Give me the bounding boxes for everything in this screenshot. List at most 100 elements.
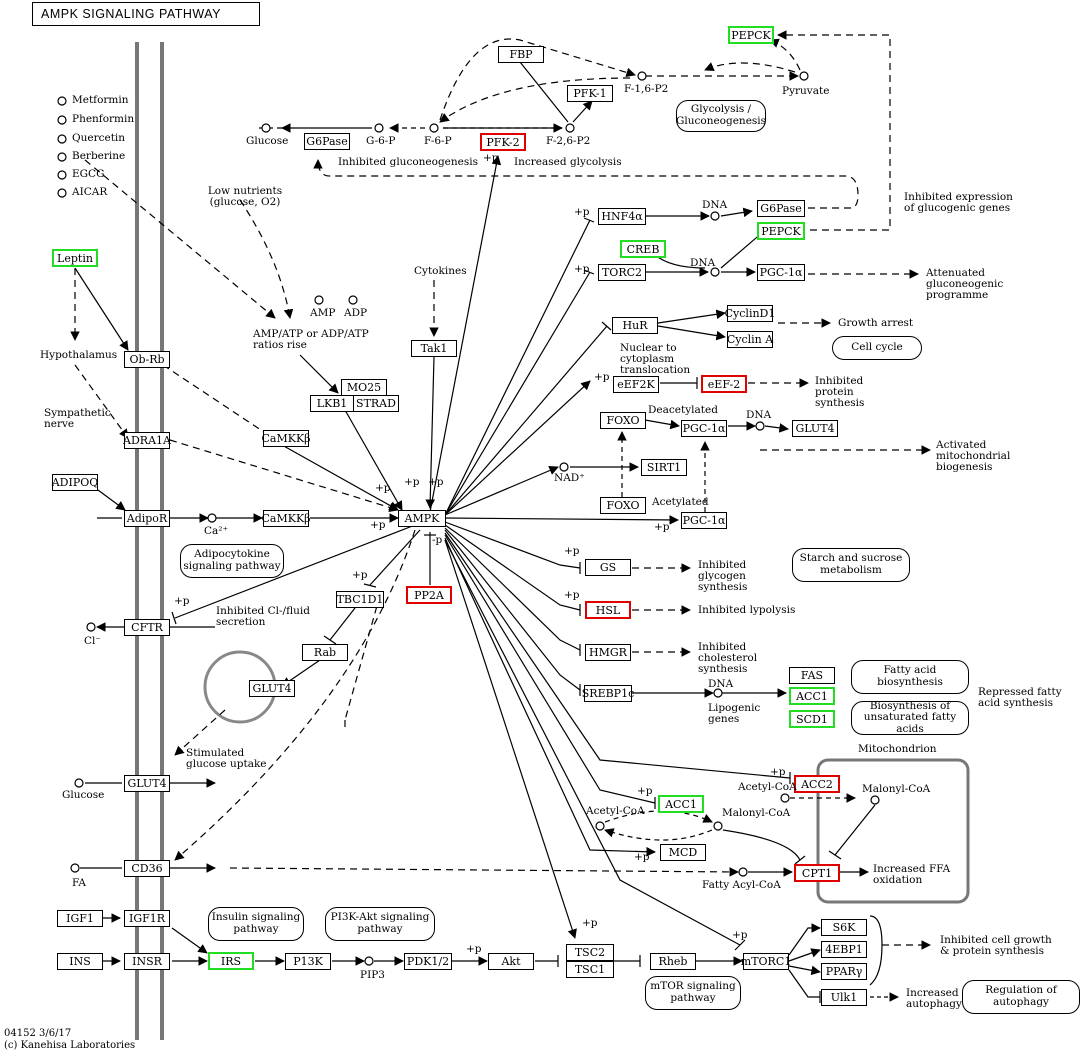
diagram-title: AMPK SIGNALING PATHWAY [32, 2, 260, 26]
node-acc2[interactable]: ACC2 [794, 775, 840, 793]
activator-egcg: EGCG [72, 168, 105, 180]
node-pfk2[interactable]: PFK-2 [480, 133, 526, 151]
node-g6pase-right[interactable]: G6Pase [757, 200, 805, 217]
node-glut4-vesicle[interactable]: GLUT4 [249, 680, 295, 697]
node-pgc1a-1[interactable]: PGC-1α [757, 264, 805, 281]
node-hur[interactable]: HuR [612, 317, 658, 334]
label-nad: NAD⁺ [554, 472, 585, 484]
node-akt[interactable]: Akt [488, 953, 534, 970]
node-hnf4a[interactable]: HNF4α [598, 208, 646, 225]
node-hmgr[interactable]: HMGR [585, 644, 631, 661]
node-foxo-2[interactable]: FOXO [600, 497, 646, 514]
node-fbp[interactable]: FBP [498, 46, 544, 63]
pathway-mtor[interactable]: mTOR signaling pathway [645, 976, 741, 1010]
node-pgc1a-2[interactable]: PGC-1α [681, 420, 727, 437]
node-eef2[interactable]: eEF-2 [701, 375, 747, 393]
node-s6k[interactable]: S6K [821, 919, 867, 936]
label-acetylated: Acetylated [652, 496, 709, 508]
node-lkb1[interactable]: LKB1 [310, 395, 354, 412]
pathway-adipocytokine[interactable]: Adipocytokine signaling pathway [180, 544, 284, 578]
node-ampk[interactable]: AMPK [398, 510, 446, 527]
node-glut4-membrane[interactable]: GLUT4 [124, 775, 170, 792]
node-rab[interactable]: Rab [302, 644, 348, 661]
node-tak1[interactable]: Tak1 [411, 340, 457, 357]
label-ca: Ca²⁺ [204, 525, 229, 537]
node-mtorc1[interactable]: mTORC1 [740, 953, 792, 970]
node-pepck-top[interactable]: PEPCK [728, 26, 774, 44]
node-camkkb-1[interactable]: CaMKKβ [261, 430, 311, 447]
label-cl: Cl⁻ [84, 635, 101, 647]
label-p: +p [634, 851, 650, 863]
node-irs[interactable]: IRS [208, 952, 254, 970]
node-tbc1d1[interactable]: TBC1D1 [336, 591, 384, 608]
footer-copyright: (c) Kanehisa Laboratories [4, 1040, 136, 1051]
node-srebp1c[interactable]: SREBP1c [581, 685, 635, 702]
pathway-autophagy[interactable]: Regulation of autophagy [962, 980, 1080, 1014]
node-eef2k[interactable]: eEF2K [613, 376, 659, 393]
label-p: +p [352, 569, 368, 581]
node-mo25[interactable]: MO25 [341, 379, 387, 396]
node-4ebp1[interactable]: 4EBP1 [821, 941, 867, 958]
node-acc1-mid[interactable]: ACC1 [658, 795, 704, 813]
label-f16p2: F-1,6-P2 [624, 83, 669, 95]
label-malonylcoa-1: Malonyl-CoA [862, 783, 931, 795]
node-torc2[interactable]: TORC2 [598, 264, 646, 281]
node-gs[interactable]: GS [585, 559, 631, 576]
node-fas[interactable]: FAS [789, 667, 835, 684]
pathway-unsaturated-fatty-acids[interactable]: Biosynthesis of unsaturated fatty acids [851, 700, 969, 735]
node-cyclind1[interactable]: CyclinD1 [724, 305, 776, 322]
node-glut4-right[interactable]: GLUT4 [792, 420, 838, 437]
node-hsl[interactable]: HSL [585, 601, 631, 619]
activator-metformin: Metformin [72, 94, 129, 106]
node-adipoq[interactable]: ADIPOQ [51, 474, 99, 491]
pathway-fatty-acid-biosynthesis[interactable]: Fatty acid biosynthesis [851, 660, 969, 694]
label-cytokines: Cytokines [414, 265, 467, 277]
label-p: +p [732, 929, 748, 941]
node-pi3k[interactable]: P13K [285, 953, 331, 970]
node-adra1a[interactable]: ADRA1A [123, 432, 171, 449]
label-glucose-top: Glucose [246, 135, 289, 147]
label-inhibited-glycogen: Inhibited glycogen synthesis [698, 559, 748, 594]
pathway-glycolysis[interactable]: Glycolysis / Gluconeogenesis [676, 100, 766, 132]
node-pp2a[interactable]: PP2A [406, 586, 452, 604]
node-tsc1[interactable]: TSC1 [566, 961, 614, 978]
node-obrb[interactable]: Ob-Rb [124, 351, 170, 368]
label-p: +p [370, 519, 386, 531]
node-cd36[interactable]: CD36 [124, 860, 170, 877]
node-pepck-right[interactable]: PEPCK [757, 222, 805, 240]
label-p: +p [174, 595, 190, 607]
node-pgc1a-3[interactable]: PGC-1α [681, 512, 727, 529]
label-dna-3: DNA [746, 409, 772, 421]
label-p: +p [654, 521, 670, 533]
node-cpt1[interactable]: CPT1 [794, 864, 840, 882]
label-inhibited-expression: Inhibited expression of glucogenic genes [904, 191, 1013, 215]
node-insr[interactable]: INSR [124, 953, 170, 970]
node-rheb[interactable]: Rheb [650, 953, 696, 970]
node-pdk12[interactable]: PDK1/2 [404, 953, 452, 970]
node-igf1r[interactable]: IGF1R [124, 910, 170, 927]
node-camkkb-2[interactable]: CaMKKβ [261, 510, 311, 527]
pathway-starch-sucrose[interactable]: Starch and sucrose metabolism [792, 548, 910, 582]
pathway-insulin[interactable]: Insulin signaling pathway [208, 907, 304, 941]
node-g6pase-top[interactable]: G6Pase [304, 133, 350, 150]
node-cyclina[interactable]: Cyclin A [726, 331, 774, 348]
node-adipor[interactable]: AdipoR [124, 510, 170, 527]
node-mcd[interactable]: MCD [660, 844, 706, 861]
node-tsc2[interactable]: TSC2 [566, 944, 614, 961]
node-scd1[interactable]: SCD1 [789, 710, 835, 728]
pathway-cell-cycle[interactable]: Cell cycle [832, 336, 922, 360]
node-strad[interactable]: STRAD [353, 395, 399, 412]
node-ins[interactable]: INS [57, 953, 103, 970]
node-igf1[interactable]: IGF1 [57, 910, 103, 927]
label-inhibited-gluconeogenesis: Inhibited gluconeogenesis [338, 156, 478, 168]
node-pfk1[interactable]: PFK-1 [567, 85, 613, 102]
node-acc1-right[interactable]: ACC1 [789, 687, 835, 705]
node-leptin[interactable]: Leptin [52, 249, 98, 267]
node-ppary[interactable]: PPARγ [821, 963, 867, 980]
node-ulk1[interactable]: Ulk1 [821, 989, 867, 1006]
node-creb[interactable]: CREB [620, 240, 666, 258]
node-cftr[interactable]: CFTR [124, 619, 170, 636]
pathway-pi3k-akt[interactable]: PI3K-Akt signaling pathway [325, 907, 435, 941]
node-sirt1[interactable]: SIRT1 [641, 459, 687, 476]
node-foxo-1[interactable]: FOXO [600, 412, 646, 429]
